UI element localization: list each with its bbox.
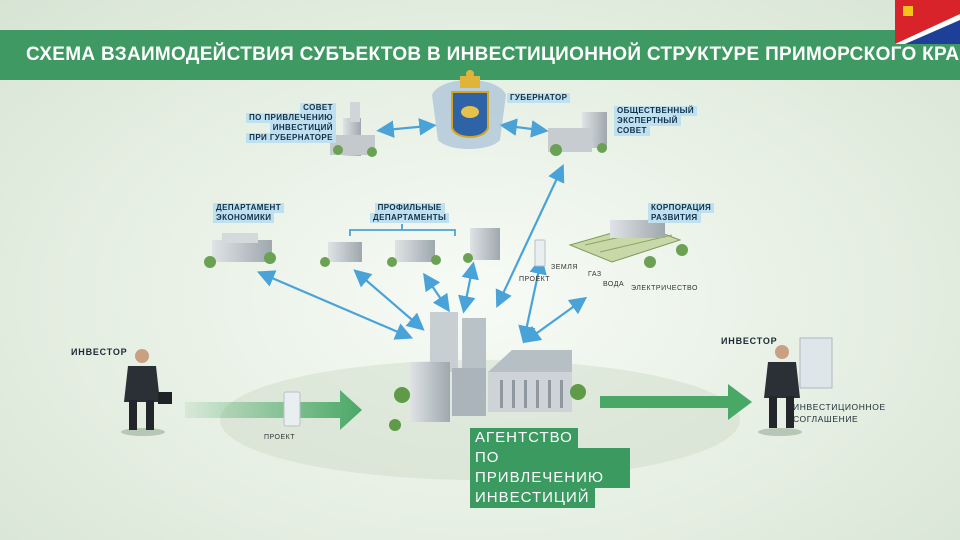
investment-agreement-label: ИНВЕСТИЦИОННОЕ СОГЛАШЕНИЕ [793, 402, 886, 424]
investor-left-label: ИНВЕСТОР [71, 347, 128, 357]
arrow-corporation-agency [522, 296, 588, 344]
arrow-investor-agency [185, 390, 362, 430]
arrow-profile1-agency [353, 269, 425, 331]
governor-emblem-icon [432, 70, 506, 149]
investor-right-figure-icon [758, 337, 833, 436]
governor-label: ГУБЕРНАТОР [507, 93, 571, 103]
resource-gas: ГАЗ [588, 271, 602, 278]
arrow-economy-agency [256, 270, 414, 340]
council-building-icon [330, 102, 377, 157]
resource-land: ЗЕМЛЯ [551, 264, 578, 271]
project-document-icon [283, 391, 301, 427]
profile-depts-label: ПРОФИЛЬНЫЕ ДЕПАРТАМЕНТЫ [370, 203, 450, 223]
project-label-bottom: ПРОЕКТ [264, 434, 296, 441]
investor-right-label: ИНВЕСТОР [721, 336, 778, 346]
arrow-council-governor [376, 118, 437, 138]
flag-icon [895, 0, 960, 44]
expert-council-building-icon [548, 112, 607, 156]
expert-council-label: ОБЩЕСТВЕННЫЙ ЭКСПЕРТНЫЙ СОВЕТ [614, 106, 697, 136]
arrow-profile2-agency [423, 272, 450, 313]
title-bar: СХЕМА ВЗАИМОДЕЙСТВИЯ СУБЪЕКТОВ В ИНВЕСТИ… [0, 30, 960, 80]
economy-dept-building-icon [204, 233, 276, 268]
page-title: СХЕМА ВЗАИМОДЕЙСТВИЯ СУБЪЕКТОВ В ИНВЕСТИ… [26, 44, 960, 65]
council-label: СОВЕТ ПО ПРИВЛЕЧЕНИЮ ИНВЕСТИЦИЙ ПРИ ГУБЕ… [246, 103, 336, 143]
arrow-agency-investor [600, 384, 752, 420]
arrow-expert-governor [499, 118, 549, 138]
profile-dept-buildings-icon [320, 228, 500, 267]
agency-label: АГЕНТСТВО ПО ПРИВЛЕЧЕНИЮ ИНВЕСТИЦИЙ [470, 428, 630, 508]
corporation-building-icon [568, 220, 688, 268]
profile-bracket [349, 224, 456, 236]
investor-left-figure-icon [121, 349, 172, 436]
agency-building-icon [389, 312, 586, 431]
corporation-label: КОРПОРАЦИЯ РАЗВИТИЯ [648, 203, 715, 223]
resource-electricity: ЭЛЕКТРИЧЕСТВО [631, 285, 698, 292]
arrow-profile3-agency [458, 261, 479, 314]
connection-arrows [256, 118, 588, 344]
project-tablet-icon [534, 239, 546, 267]
arrow-agency-expert [495, 164, 565, 308]
resource-water: ВОДА [603, 281, 625, 288]
arrow-project-agency [518, 256, 547, 344]
project-label-top: ПРОЕКТ [519, 276, 551, 283]
economy-dept-label: ДЕПАРТАМЕНТ ЭКОНОМИКИ [213, 203, 285, 223]
